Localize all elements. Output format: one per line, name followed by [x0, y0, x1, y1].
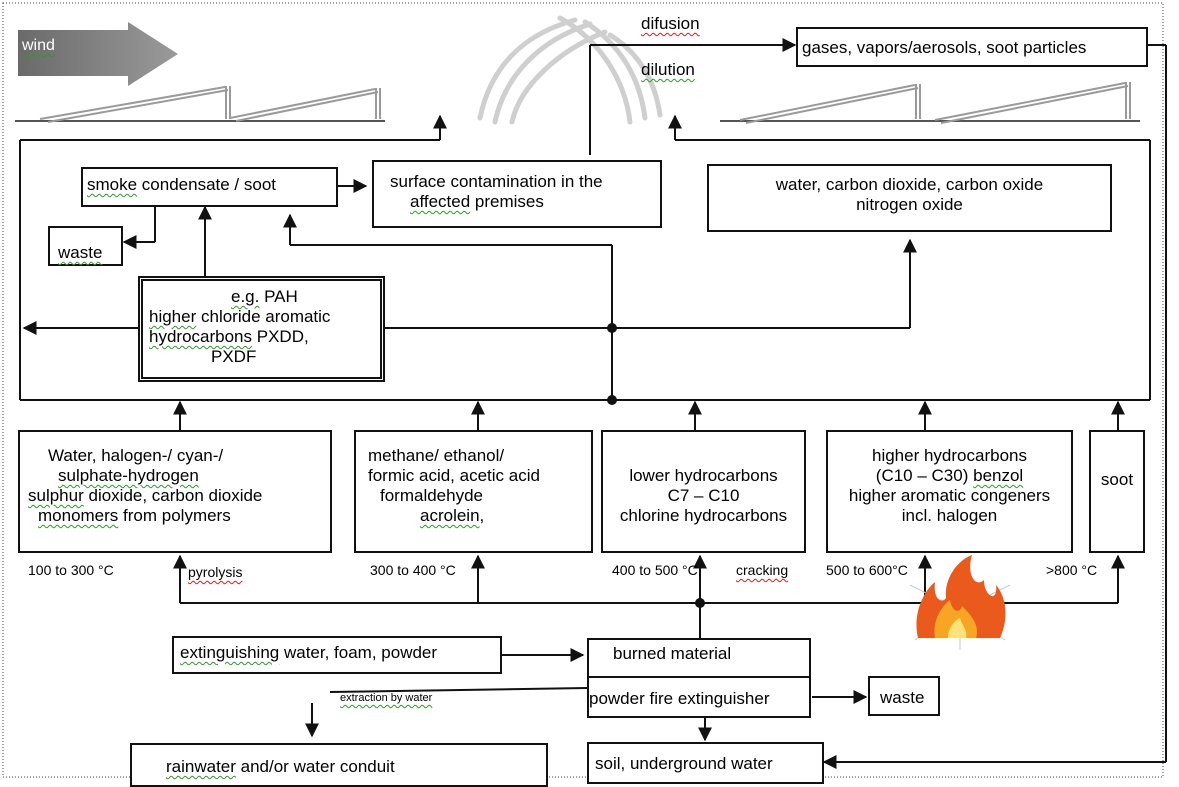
higher-hydrocarbons-box: higher hydrocarbons (C10 – C30) benzol h… — [826, 430, 1073, 553]
extraction-label: extraction by water — [340, 692, 433, 704]
soot-box: soot — [1089, 430, 1145, 553]
wind-label: wind — [22, 37, 55, 54]
wind-arrow-icon — [18, 22, 178, 86]
temp-400-500: 400 to 500 °C, — [612, 562, 702, 578]
roofs-left-icon — [15, 86, 385, 123]
difusion-label: difusion — [641, 14, 700, 33]
waste-top-box: waste — [48, 226, 123, 266]
temp-100-300: 100 to 300 °C — [28, 562, 114, 578]
roofs-right-icon — [720, 82, 1140, 124]
cracking-label: cracking — [736, 562, 789, 578]
temp-300-400: 300 to 400 °C — [370, 562, 456, 578]
temp-500-600: 500 to 600°C — [826, 562, 908, 578]
soil-water-box: soil, underground water — [587, 742, 824, 784]
powder-extinguisher-row: powder fire extinguisher — [589, 676, 809, 709]
surface-contamination-box: surface contamination in the affected pr… — [372, 160, 662, 228]
smoke-plume-icon — [477, 15, 663, 125]
waste-bottom-box: waste — [868, 676, 940, 716]
gases-box: gases, vapors/aerosols, soot particles — [796, 27, 1148, 67]
water-halogen-box: Water, halogen-/ cyan-/ sulphate-hydroge… — [18, 430, 332, 553]
burned-material-box: burned material powder fire extinguisher — [587, 638, 811, 718]
smoke-condensate-box: smoke condensate / soot — [81, 167, 338, 207]
combustion-gases-box: water, carbon dioxide, carbon oxide nitr… — [707, 164, 1112, 232]
junction-dots — [607, 323, 705, 608]
lower-hydrocarbons-box: lower hydrocarbons C7 – C10 chlorine hyd… — [601, 430, 806, 553]
pah-box: e.g. PAH higher chloride aromatic hydroc… — [138, 276, 385, 382]
flame-icon — [909, 555, 1011, 650]
extinguishing-box: extinguishing water, foam, powder — [172, 636, 502, 674]
dotted-frame — [2, 2, 1164, 778]
pyrolysis-label: pyrolysis — [188, 564, 243, 580]
temp-800: >800 °C — [1046, 562, 1098, 578]
rainwater-box: rainwater and/or water conduit — [130, 743, 548, 787]
methane-box: methane/ ethanol/ formic acid, acetic ac… — [354, 430, 593, 553]
dilution-label: dilution — [641, 60, 695, 79]
